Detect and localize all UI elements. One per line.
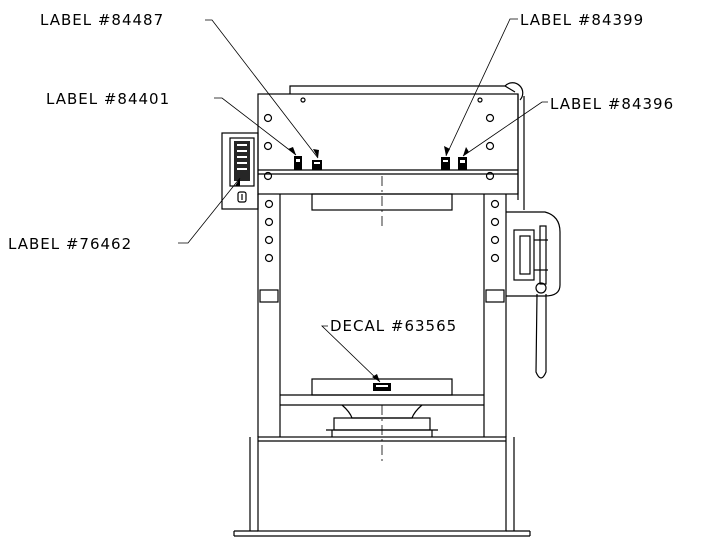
bolster (280, 378, 484, 465)
leader-lines (178, 18, 548, 383)
label-84487-text: LABEL #84487 (40, 11, 164, 29)
right-column (483, 94, 525, 437)
label-84399-text: LABEL #84399 (520, 11, 644, 29)
leader-84401 (214, 97, 297, 156)
label-84401-text: LABEL #84401 (46, 90, 170, 108)
leader-84396 (462, 101, 548, 157)
crosshead-labels (294, 156, 467, 170)
base (233, 436, 531, 537)
leader-63565 (321, 325, 381, 383)
left-column (257, 194, 281, 437)
pump-assembly (506, 211, 561, 379)
leader-76462 (178, 177, 241, 244)
decal-63565-text: DECAL #63565 (330, 317, 457, 335)
upper-platen (311, 193, 453, 211)
label-84396-text: LABEL #84396 (550, 95, 674, 113)
leader-84399 (445, 18, 518, 157)
side-label-plate (221, 132, 259, 210)
leader-84487 (205, 19, 319, 159)
label-76462-text: LABEL #76462 (8, 235, 132, 253)
